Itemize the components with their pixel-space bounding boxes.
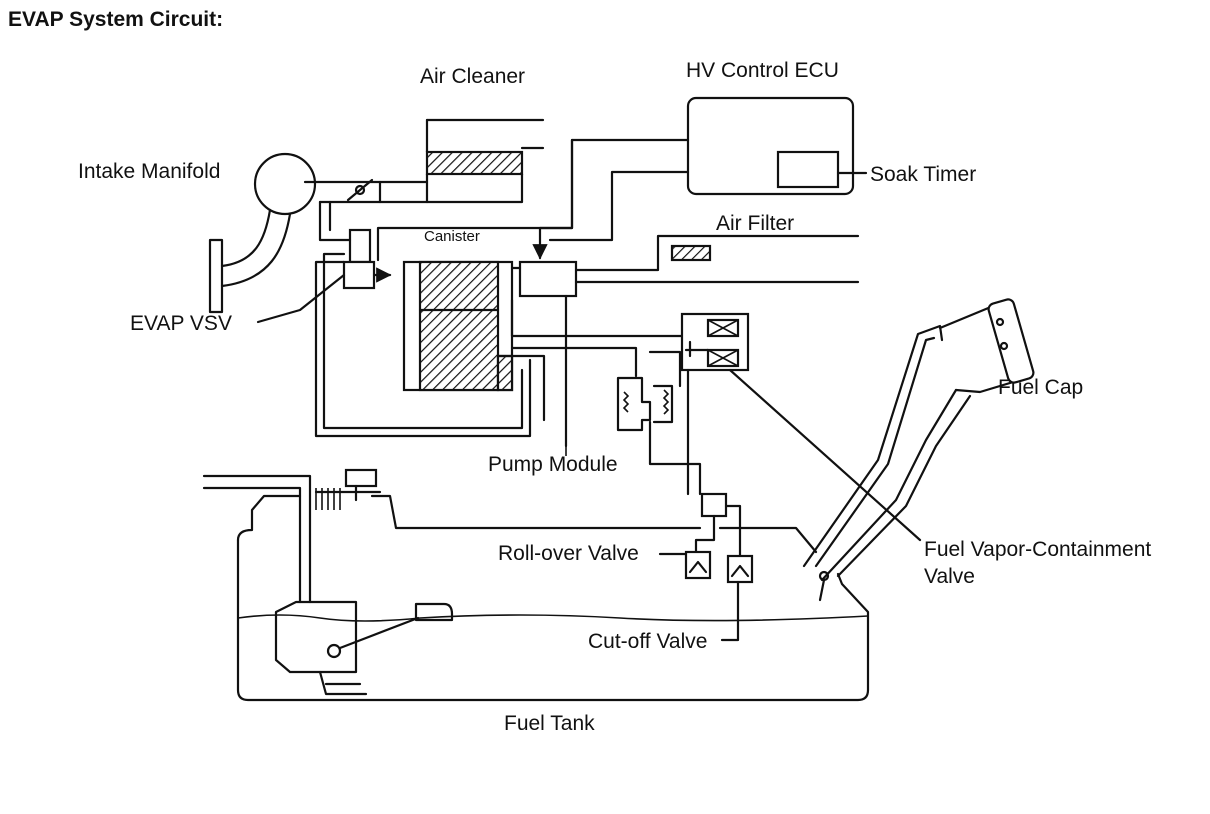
air-cleaner (303, 118, 545, 204)
hv-control-ecu (686, 96, 868, 196)
cutoff-valve (720, 554, 754, 642)
page-title: EVAP System Circuit: (8, 8, 224, 31)
label-pump-module: Pump Module (488, 453, 618, 476)
pump-module (510, 234, 860, 448)
label-air-filter: Air Filter (716, 212, 794, 235)
pressure-switch (616, 350, 702, 496)
rollover-valve (658, 492, 742, 580)
label-intake-manifold: Intake Manifold (78, 160, 220, 183)
label-fuel-tank: Fuel Tank (504, 712, 595, 735)
label-hv-control-ecu: HV Control ECU (686, 59, 839, 82)
label-evap-vsv: EVAP VSV (130, 312, 232, 335)
label-fuel-vapor-containment-line1: Fuel Vapor-Containment (924, 538, 1151, 561)
canister (402, 260, 546, 422)
fuel-vapor-containment-valve (680, 312, 922, 542)
fuel-tank (202, 468, 870, 702)
intake-manifold (208, 152, 382, 314)
label-rollover-valve: Roll-over Valve (498, 542, 639, 565)
label-fuel-cap: Fuel Cap (998, 376, 1083, 399)
label-canister: Canister (424, 228, 480, 245)
label-soak-timer: Soak Timer (870, 163, 976, 186)
fuel-cap (938, 298, 1035, 394)
label-cutoff-valve: Cut-off Valve (588, 630, 707, 653)
label-fuel-vapor-containment-line2: Valve (924, 565, 975, 588)
label-air-cleaner: Air Cleaner (420, 65, 525, 88)
fuel-filler-pipe (802, 324, 972, 602)
evap-vsv (256, 200, 392, 324)
